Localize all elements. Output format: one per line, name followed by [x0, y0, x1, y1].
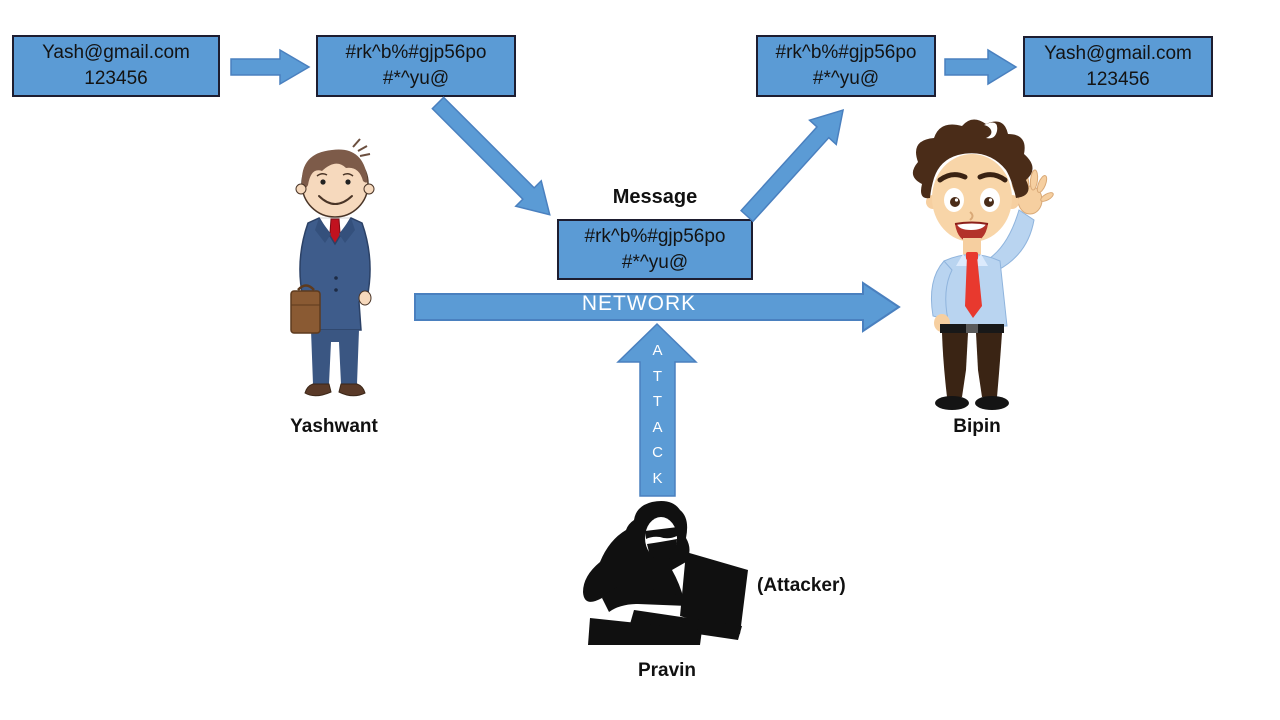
neck — [963, 238, 981, 256]
hacker-figure — [583, 501, 748, 645]
shoe — [975, 396, 1009, 410]
encrypted-box-left: #rk^b%#gjp56po #*^yu@ — [316, 35, 516, 97]
attack-letter: A — [652, 418, 663, 436]
eyebrow — [937, 172, 968, 183]
attack-letter: T — [652, 367, 663, 385]
plaintext-right-line2: 123456 — [1086, 68, 1150, 90]
message-line1: #rk^b%#gjp56po — [584, 225, 726, 247]
arms — [602, 585, 689, 612]
shoe — [935, 396, 969, 410]
decrypt-arrow-icon — [944, 48, 1018, 86]
sender-person-illustration — [290, 138, 375, 397]
plaintext-right-line1: Yash@gmail.com — [1044, 42, 1192, 64]
laptop-base — [630, 610, 742, 640]
yashwant-figure — [290, 138, 375, 397]
smile — [318, 195, 353, 205]
nose — [969, 211, 974, 221]
eyebrows — [316, 172, 354, 177]
deliver-from-network-arrow-icon — [740, 108, 845, 223]
attack-letter: T — [652, 393, 663, 410]
desk — [588, 618, 702, 645]
network-arrow-icon — [414, 281, 901, 333]
briefcase — [290, 290, 321, 334]
sender-name-label: Yashwant — [290, 416, 378, 437]
message-box: #rk^b%#gjp56po #*^yu@ — [557, 219, 753, 280]
attacker-name-label: Pravin — [637, 660, 697, 681]
encrypt-arrow-icon — [230, 48, 311, 86]
shoe — [304, 383, 332, 397]
face-mask — [647, 539, 677, 560]
plaintext-left-line2: 123456 — [84, 68, 148, 89]
raised-arm — [989, 209, 1035, 271]
encrypted-left-line2: #*^yu@ — [382, 68, 450, 89]
attack-letter: C — [652, 444, 663, 461]
attack-label: A T T A C K — [615, 338, 700, 491]
attack-arrow-icon — [616, 322, 698, 497]
bipin-figure — [912, 119, 1054, 410]
attacker-person-illustration — [583, 501, 748, 645]
encrypted-right-line2: #*^yu@ — [812, 68, 880, 89]
plaintext-box-right: Yash@gmail.com 123456 — [1023, 36, 1213, 97]
hair — [301, 149, 368, 188]
hair-strands — [352, 138, 371, 157]
trousers — [311, 330, 359, 384]
encrypted-box-right: #rk^b%#gjp56po #*^yu@ — [756, 35, 936, 97]
pant-leg — [942, 333, 968, 397]
hand — [358, 290, 372, 306]
send-to-network-arrow-icon — [431, 96, 551, 216]
shoe — [338, 383, 366, 397]
eyebrow — [977, 172, 1008, 183]
network-label: NETWORK — [581, 292, 697, 315]
encrypted-left-line1: #rk^b%#gjp56po — [345, 42, 487, 63]
message-line2: #*^yu@ — [621, 251, 689, 273]
tie — [965, 256, 982, 318]
hair — [912, 119, 1033, 199]
plaintext-left-line1: Yash@gmail.com — [42, 42, 190, 63]
encrypted-right-line1: #rk^b%#gjp56po — [775, 42, 917, 63]
attacker-role-label: (Attacker) — [757, 575, 846, 596]
receiver-name-label: Bipin — [953, 416, 1001, 437]
receiver-person-illustration — [912, 119, 1054, 410]
glasses-band — [645, 527, 678, 539]
attack-letter: K — [652, 469, 663, 487]
message-label: Message — [612, 186, 698, 208]
hair-highlight — [984, 122, 998, 139]
plaintext-box-left: Yash@gmail.com 123456 — [12, 35, 220, 97]
laptop-screen — [680, 552, 748, 634]
belt-buckle — [966, 324, 978, 333]
attack-letter: A — [652, 342, 663, 359]
pant-leg — [976, 333, 1002, 397]
